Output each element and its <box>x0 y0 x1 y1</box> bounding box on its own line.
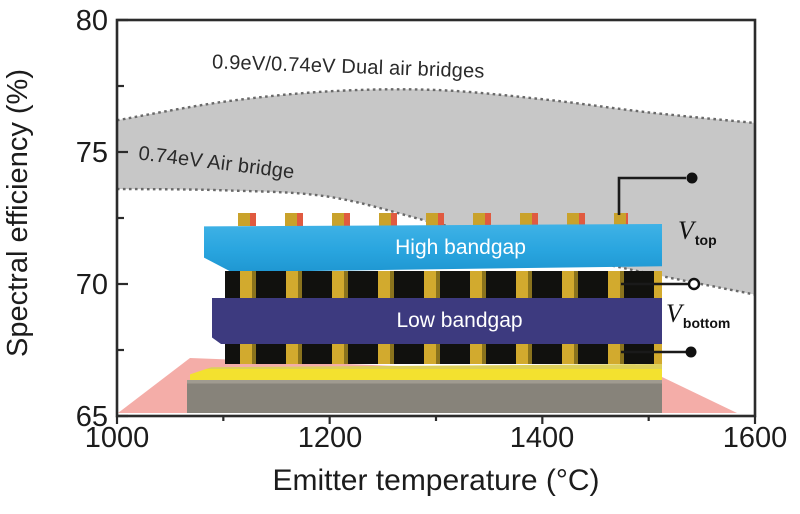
base-layer <box>187 380 662 413</box>
vbottom-label: Vbottom <box>666 299 730 331</box>
vtop-subscript: top <box>694 232 717 248</box>
vtop-symbol: V <box>678 216 694 245</box>
xtick-1400: 1400 <box>509 422 575 454</box>
top-contact-stud-row <box>238 213 628 226</box>
ytick-65: 65 <box>75 401 108 433</box>
air-bridge-row-upper <box>225 271 662 298</box>
substrate-layer <box>190 364 662 380</box>
vbottom-subscript: bottom <box>682 315 731 331</box>
vbottom-symbol: V <box>666 299 682 328</box>
upper-curve-label: 0.9eV/0.74eV Dual air bridges <box>211 51 485 83</box>
xtick-1600: 1600 <box>722 422 788 454</box>
y-axis-title: Spectral efficiency (%) <box>2 69 34 357</box>
vbottom-terminal-dot <box>685 346 697 358</box>
low-bandgap-layer: Low bandgap <box>212 298 662 344</box>
xtick-1200: 1200 <box>297 422 363 454</box>
low-bandgap-label: Low bandgap <box>396 309 523 332</box>
high-bandgap-label: High bandgap <box>395 236 526 259</box>
high-bandgap-layer: High bandgap <box>204 224 662 272</box>
vtop-label: Vtop <box>678 216 717 248</box>
ytick-70: 70 <box>75 269 108 301</box>
vbottom-open-terminal <box>687 277 701 291</box>
x-axis-title: Emitter temperature (°C) <box>272 464 600 497</box>
air-bridge-row-lower <box>225 344 662 364</box>
ytick-75: 75 <box>75 137 108 169</box>
vtop-terminal-dot <box>686 172 698 184</box>
upper-curve <box>116 88 756 125</box>
vtop-wire <box>617 176 686 215</box>
lower-curve-label: 0.74eV Air bridge <box>137 142 296 184</box>
xtick-1000: 1000 <box>84 422 150 454</box>
ytick-80: 80 <box>75 5 108 37</box>
